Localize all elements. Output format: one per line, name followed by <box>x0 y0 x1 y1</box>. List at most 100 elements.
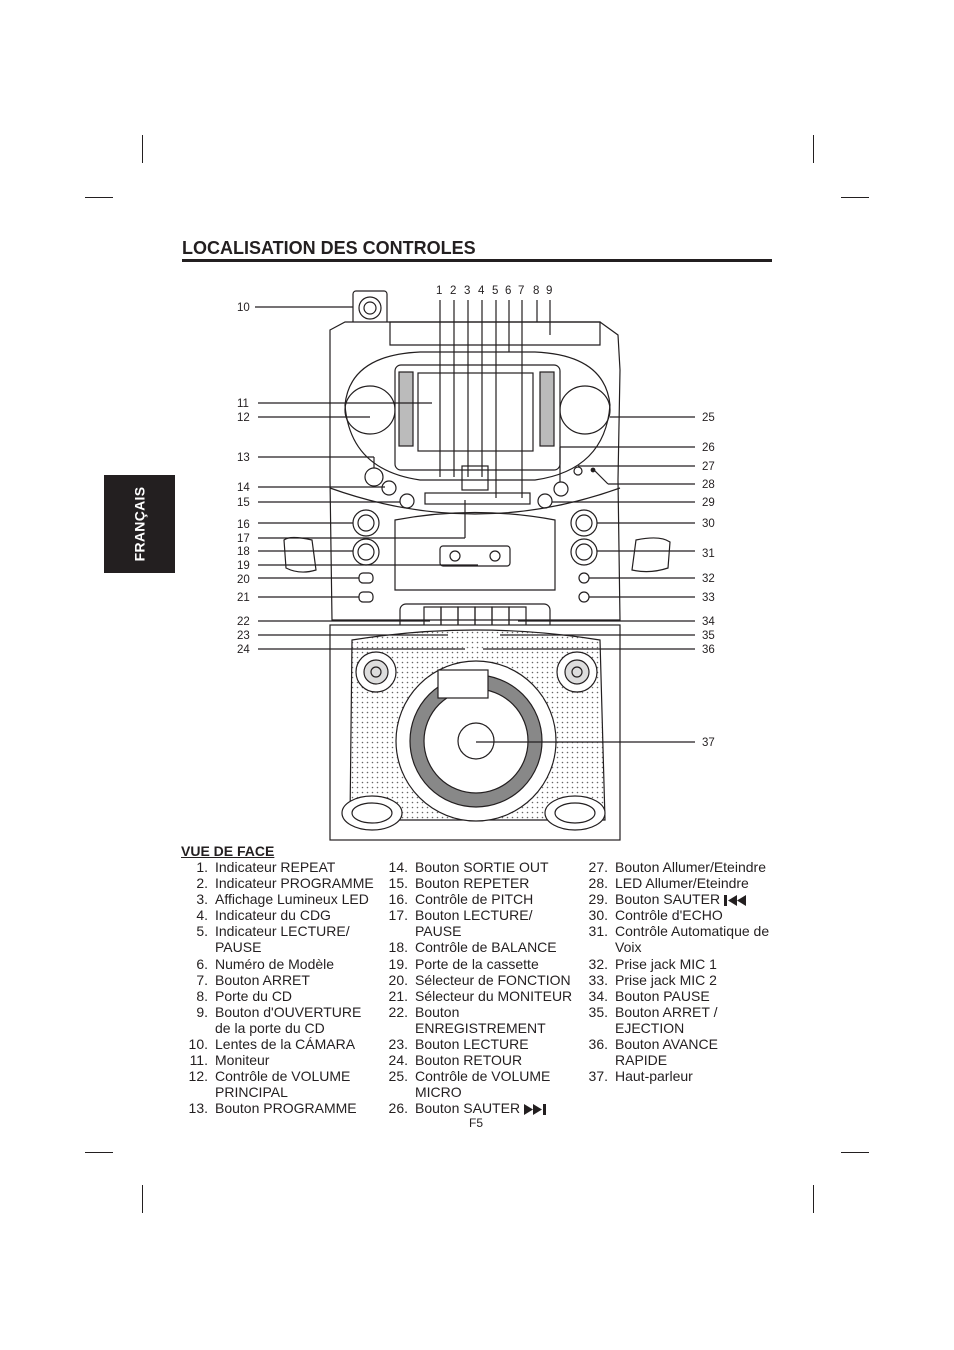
legend-item-number: 19. <box>388 955 408 972</box>
legend-item-text: PAUSE <box>415 923 462 940</box>
legend-item: 8.Porte du CD <box>181 988 374 1004</box>
legend-item-number <box>581 1020 615 1036</box>
legend-item-number: 35. <box>588 1003 608 1020</box>
legend-item-text: Bouton Allumer/Eteindre <box>615 859 766 875</box>
legend-item-number <box>381 1084 415 1100</box>
legend-item: 32.Prise jack MIC 1 <box>581 956 769 972</box>
callout-label: 25 <box>702 412 715 424</box>
legend-item-text: Porte de la cassette <box>415 955 539 972</box>
legend-item-text: ENREGISTREMENT <box>415 1019 546 1036</box>
legend-item-number: 26. <box>388 1100 408 1117</box>
legend-item: 34. Bouton PAUSE <box>581 988 769 1004</box>
legend-item: de la porte du CD <box>181 1020 374 1036</box>
legend-item-text: Lentes de la CÁMARA <box>215 1036 356 1053</box>
legend-item-number: 36. <box>588 1036 608 1053</box>
legend-item-text: de la porte du CD <box>215 1019 325 1036</box>
legend-item: 37.Haut-parleur <box>581 1068 769 1084</box>
callout-label: 14 <box>237 482 250 494</box>
legend-item-number: 10. <box>188 1036 208 1053</box>
legend-item: 10. Lentes de la CÁMARA <box>181 1036 374 1052</box>
callout-label: 34 <box>702 616 715 628</box>
legend-item: 26. Bouton SAUTER <box>381 1100 572 1116</box>
legend-item-number: 14. <box>388 859 408 875</box>
legend-item-number <box>581 939 615 955</box>
legend-item: PAUSE <box>181 939 374 955</box>
callout-label: 3 <box>464 285 470 297</box>
crop-mark <box>841 197 869 198</box>
legend-item-number: 23. <box>388 1036 408 1053</box>
legend-item-text: Haut-parleur <box>615 1068 693 1085</box>
legend-item-text: Bouton LECTURE <box>415 1036 529 1053</box>
callout-label: 1 <box>436 285 442 297</box>
legend-item-text: Bouton ARRET / <box>615 1003 718 1020</box>
legend-item-number: 33. <box>588 971 608 988</box>
legend-item-text: Affichage Lumineux LED <box>215 891 369 908</box>
callout-label: 24 <box>237 644 250 656</box>
legend-item-number: 15. <box>388 875 408 892</box>
legend-item: 11.Moniteur <box>181 1052 374 1068</box>
legend-item-number: 1. <box>196 859 208 875</box>
legend-item: 36.Bouton AVANCE <box>581 1036 769 1052</box>
legend-item: 31.Contrôle Automatique de <box>581 923 770 939</box>
legend-item: 24.Bouton RETOUR <box>381 1052 572 1068</box>
legend-item-number: 21. <box>388 987 408 1004</box>
legend-item: EJECTION <box>581 1020 769 1036</box>
callout-label: 6 <box>505 285 511 297</box>
legend-item-text: Bouton SAUTER <box>615 891 748 907</box>
callout-label: 26 <box>702 442 715 454</box>
legend-item-number: 32. <box>588 955 608 972</box>
legend-item-number: 27. <box>588 859 608 875</box>
skip-forward-icon <box>520 1100 548 1116</box>
legend-item-text: Porte du CD <box>215 987 293 1004</box>
legend-item: 2.Indicateur PROGRAMME <box>181 875 374 892</box>
legend-item: 28.LED Allumer/Eteindre <box>581 875 769 891</box>
skip-back-icon <box>720 891 748 907</box>
device-outline <box>283 290 671 841</box>
callout-label: 35 <box>702 630 715 642</box>
legend-item: 19. Porte de la cassette <box>381 956 572 972</box>
callout-label: 5 <box>492 285 498 297</box>
legend-item-number <box>581 1052 615 1068</box>
callout-label: 13 <box>237 452 250 464</box>
legend-item: 30.Contrôle d'ECHO <box>581 907 769 923</box>
legend-item: 9.Bouton d'OUVERTURE <box>181 1004 374 1020</box>
legend-item-number: 7. <box>196 971 208 988</box>
callout-label: 8 <box>533 285 539 297</box>
legend-item: 13.Bouton PROGRAMME <box>181 1100 374 1116</box>
crop-mark <box>813 135 814 163</box>
legend-item: 21.Sélecteur du MONITEUR <box>381 987 573 1004</box>
legend-item-text: Bouton PAUSE <box>615 987 710 1004</box>
legend-item-text: Sélecteur de FONCTION <box>415 971 571 988</box>
crop-mark <box>142 135 143 163</box>
callout-label: 27 <box>702 461 715 473</box>
legend-item-number: 34. <box>588 987 608 1004</box>
legend-item: 16.Contrôle de PITCH <box>381 891 572 907</box>
legend-item: 23. Bouton LECTURE <box>381 1036 572 1052</box>
legend-item-text: EJECTION <box>615 1019 685 1036</box>
legend-item-text: Bouton RETOUR <box>415 1052 523 1069</box>
legend-item: PAUSE <box>381 923 572 939</box>
legend-item: 1.Indicateur REPEAT <box>181 859 374 875</box>
legend-item-number: 30. <box>588 907 608 924</box>
callouts-top: 1 2 3 4 5 6 7 8 9 <box>436 285 552 297</box>
callout-label: 21 <box>237 592 250 604</box>
legend-item-text: LED Allumer/Eteindre <box>615 875 749 892</box>
callout-label: 36 <box>702 644 715 656</box>
legend-item-text: Bouton PROGRAMME <box>215 1100 357 1117</box>
callouts-left: 10 11 12 13 14 15 16 17 18 19 20 21 22 2… <box>237 302 250 656</box>
page-number: F5 <box>469 1116 484 1130</box>
legend-item: 5.Indicateur LECTURE/ <box>181 923 374 939</box>
legend-item: PRINCIPAL <box>181 1084 374 1100</box>
legend-item-number: 3. <box>196 891 208 908</box>
legend-item-text: Bouton SAUTER <box>415 1100 548 1116</box>
legend-item-number: 18. <box>388 939 408 956</box>
legend-item-text: Indicateur PROGRAMME <box>215 875 374 892</box>
legend-item-number: 9. <box>196 1003 208 1020</box>
legend-item-text: Bouton SORTIE OUT <box>415 859 549 875</box>
legend-item-text: PAUSE <box>215 939 262 956</box>
legend-item-text: Bouton LECTURE/ <box>415 907 533 924</box>
legend-item-number: 11. <box>189 1052 208 1069</box>
